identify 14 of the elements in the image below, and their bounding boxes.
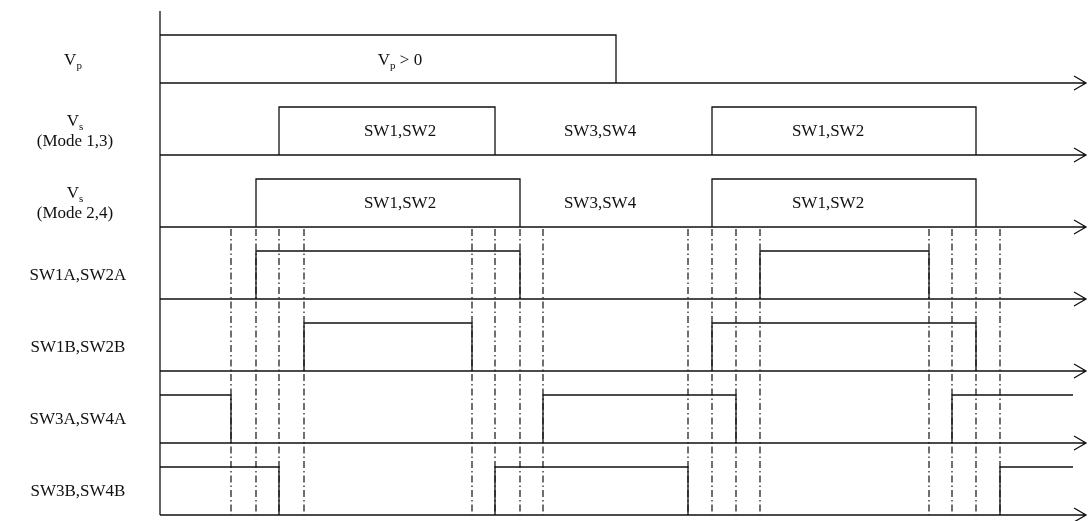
signal-label: SW1A,SW2A <box>28 265 128 285</box>
signal-label: SW3A,SW4A <box>28 409 128 429</box>
signal-label: V$_{s}$ (Mode 1,3) <box>35 111 115 151</box>
state-label: V$_{p}$ > 0 <box>376 50 424 70</box>
signal-label: SW3B,SW4B <box>29 481 127 501</box>
state-label: SW1,SW2 <box>362 121 438 141</box>
state-label: SW1,SW2 <box>790 193 866 213</box>
signal-label: SW1B,SW2B <box>29 337 127 357</box>
signal-label: V$_{s}$ (Mode 2,4) <box>35 183 115 223</box>
state-label: SW1,SW2 <box>790 121 866 141</box>
state-label: SW3,SW4 <box>562 193 638 213</box>
signal-label: V$_{p}$ <box>63 50 83 70</box>
state-label: SW3,SW4 <box>562 121 638 141</box>
state-label: SW1,SW2 <box>362 193 438 213</box>
